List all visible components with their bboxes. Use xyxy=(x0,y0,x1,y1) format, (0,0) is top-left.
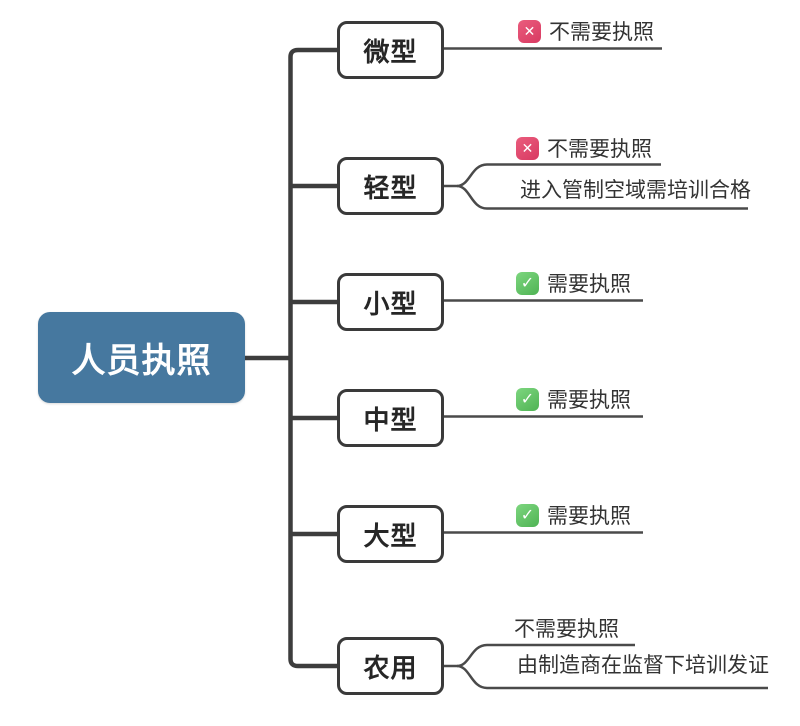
branch-micro-no-license: ✕ 不需要执照 xyxy=(518,18,654,44)
root-node-personnel-license[interactable]: 人员执照 xyxy=(38,312,245,403)
branch-light-training-note: 进入管制空域需培训合格 xyxy=(520,176,751,202)
branch-agri-manufacturer-note: 由制造商在监督下培训发证 xyxy=(517,651,769,677)
node-large[interactable]: 大型 xyxy=(337,505,444,563)
branch-medium-license-required: ✓ 需要执照 xyxy=(516,386,631,412)
node-light[interactable]: 轻型 xyxy=(337,157,444,215)
branch-label-text: 进入管制空域需培训合格 xyxy=(520,179,751,202)
cross-icon: ✕ xyxy=(516,136,539,160)
check-icon: ✓ xyxy=(516,387,539,411)
branch-label-text: 不需要执照 xyxy=(514,618,619,641)
branch-line-light-2 xyxy=(456,184,748,210)
branch-label-text: 不需要执照 xyxy=(547,138,652,161)
node-micro[interactable]: 微型 xyxy=(337,21,444,79)
branch-label-text: 需要执照 xyxy=(547,505,631,528)
branch-label-text: 需要执照 xyxy=(547,273,631,296)
branch-line-agri-2 xyxy=(456,664,768,690)
node-small[interactable]: 小型 xyxy=(337,273,444,331)
trunk-line xyxy=(288,47,337,669)
branch-agri-no-license: 不需要执照 xyxy=(514,615,619,641)
cross-icon: ✕ xyxy=(518,19,541,43)
branch-light-no-license: ✕ 不需要执照 xyxy=(516,135,652,161)
node-medium[interactable]: 中型 xyxy=(337,389,444,447)
node-agricultural[interactable]: 农用 xyxy=(337,637,444,695)
check-icon: ✓ xyxy=(516,271,539,295)
branch-small-license-required: ✓ 需要执照 xyxy=(516,270,631,296)
check-icon: ✓ xyxy=(516,503,539,527)
branch-label-text: 由制造商在监督下培训发证 xyxy=(517,654,769,677)
branch-large-license-required: ✓ 需要执照 xyxy=(516,502,631,528)
branch-label-text: 不需要执照 xyxy=(549,21,654,44)
branch-label-text: 需要执照 xyxy=(547,389,631,412)
